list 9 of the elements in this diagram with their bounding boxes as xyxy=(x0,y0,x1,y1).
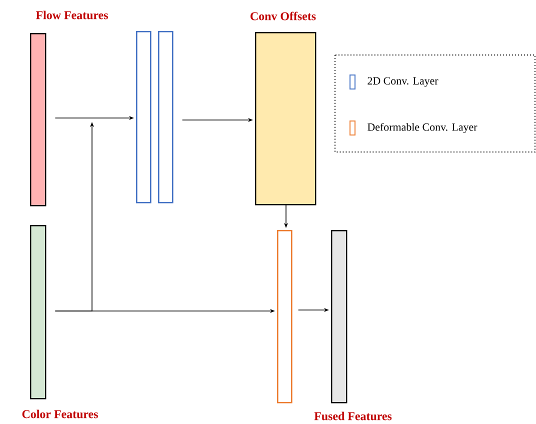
layer-bar xyxy=(136,31,152,204)
feature-title: Fused Features xyxy=(314,412,392,420)
layer-bar xyxy=(158,31,174,204)
layer-bar xyxy=(277,230,292,404)
legend-label: 2D Conv. Layer xyxy=(368,77,438,87)
feature-title: Flow Features xyxy=(36,10,108,20)
feature-title: Conv Offsets xyxy=(250,12,316,20)
feature-title: Color Features xyxy=(22,410,98,418)
legend-label: Deformable Conv. Layer xyxy=(368,122,478,134)
